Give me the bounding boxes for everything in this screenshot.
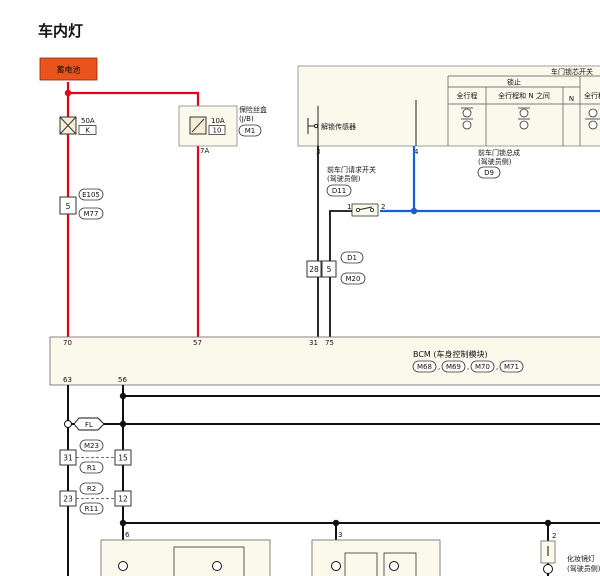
lamp-panel-middle: 3 [311,531,441,576]
svg-text:50A: 50A [81,117,95,125]
svg-text:28: 28 [309,265,319,274]
svg-text:75: 75 [325,339,334,347]
svg-text:6: 6 [125,531,130,539]
svg-text:70: 70 [63,339,72,347]
svg-text:M1: M1 [245,127,256,135]
svg-text:M23: M23 [84,442,99,450]
svg-text:D1: D1 [347,254,357,262]
svg-text:M70: M70 [475,363,490,371]
junction-fl: FL [64,417,105,431]
svg-text:E105: E105 [82,191,100,199]
connector-d1: 28 5 D1 M20 [306,251,366,285]
svg-text:锁止: 锁止 [507,78,521,87]
svg-text:D9: D9 [484,169,494,177]
svg-text:31: 31 [63,454,73,463]
svg-text:15: 15 [118,454,128,463]
connector-e105: 5 E105 M77 [59,188,104,220]
bcm-pin-63: 63 [63,376,72,384]
svg-text:全行程: 全行程 [584,91,600,100]
svg-text:31: 31 [309,339,318,347]
svg-text:(J/B): (J/B) [239,115,254,123]
svg-text:保险丝盒: 保险丝盒 [239,105,267,114]
svg-text:(驾驶员侧): (驾驶员侧) [327,174,361,183]
svg-text:M77: M77 [84,210,99,218]
svg-text:1: 1 [347,203,351,211]
battery: 蓄电池 [39,57,98,81]
svg-text:解锁传感器: 解锁传感器 [321,122,356,131]
junction-dots [119,392,552,527]
bcm-module: 70 57 31 75 BCM (车身控制模块) M68 , M69 , M70… [49,336,600,386]
vanity-lamp: 2 化妆镜灯 (驾驶员侧) [540,532,600,574]
svg-text:23: 23 [63,495,73,504]
svg-text:蓄电池: 蓄电池 [57,65,81,75]
svg-text:N: N [569,95,574,103]
svg-text:12: 12 [118,495,128,504]
svg-text:,: , [438,363,440,371]
bcm-pin-56: 56 [118,376,127,384]
svg-text:车门锁芯开关: 车门锁芯开关 [551,67,593,76]
svg-text:57: 57 [193,339,202,347]
svg-text:,: , [496,363,498,371]
svg-text:7A: 7A [200,147,209,155]
svg-text:4: 4 [414,148,419,156]
door-lock-assembly: 车门锁芯开关 锁止 全行程 全行程和 N 之间 N 全行程 解锁传感器 [297,65,600,179]
svg-text:M69: M69 [446,363,461,371]
svg-text:,: , [467,363,469,371]
connector-m23: M23 31 15 R1 [59,439,132,474]
svg-text:K: K [85,127,90,135]
svg-text:化妆镜灯: 化妆镜灯 [567,554,595,563]
svg-text:2: 2 [381,203,385,211]
svg-text:FL: FL [85,421,93,429]
svg-text:全行程和 N 之间: 全行程和 N 之间 [498,91,550,100]
fuse-50a: 50A K [59,116,97,135]
svg-text:D11: D11 [332,187,346,195]
black-wires-upper [317,146,352,337]
svg-text:5: 5 [66,202,71,211]
request-switch: 前车门请求开关 (驾驶员侧) D11 1 2 [326,165,385,217]
svg-text:3: 3 [338,531,342,539]
blue-junction-dot [410,207,418,215]
svg-text:R11: R11 [85,505,99,513]
svg-text:2: 2 [552,532,556,540]
svg-text:R1: R1 [87,464,96,472]
fuse-block-jb: 10A 10 7A 保险丝盒 (J/B) M1 [178,105,267,155]
svg-text:R2: R2 [87,485,96,493]
lamp-panel-left: 6 [100,531,271,576]
svg-text:(驾驶员侧): (驾驶员侧) [478,157,512,166]
connector-r2: R2 23 12 R11 [59,482,132,515]
svg-text:前车门请求开关: 前车门请求开关 [327,165,376,174]
svg-text:10A: 10A [211,117,225,125]
svg-text:BCM (车身控制模块): BCM (车身控制模块) [413,349,488,359]
red-junction-dot [64,89,72,97]
page-title: 车内灯 [38,22,83,40]
svg-text:M71: M71 [504,363,519,371]
svg-text:全行程: 全行程 [457,91,478,100]
svg-text:5: 5 [327,265,332,274]
svg-text:(驾驶员侧): (驾驶员侧) [567,564,600,573]
svg-text:10: 10 [213,127,222,135]
svg-text:M20: M20 [346,275,361,283]
svg-text:M68: M68 [417,363,432,371]
svg-text:前车门锁总成: 前车门锁总成 [478,148,520,157]
